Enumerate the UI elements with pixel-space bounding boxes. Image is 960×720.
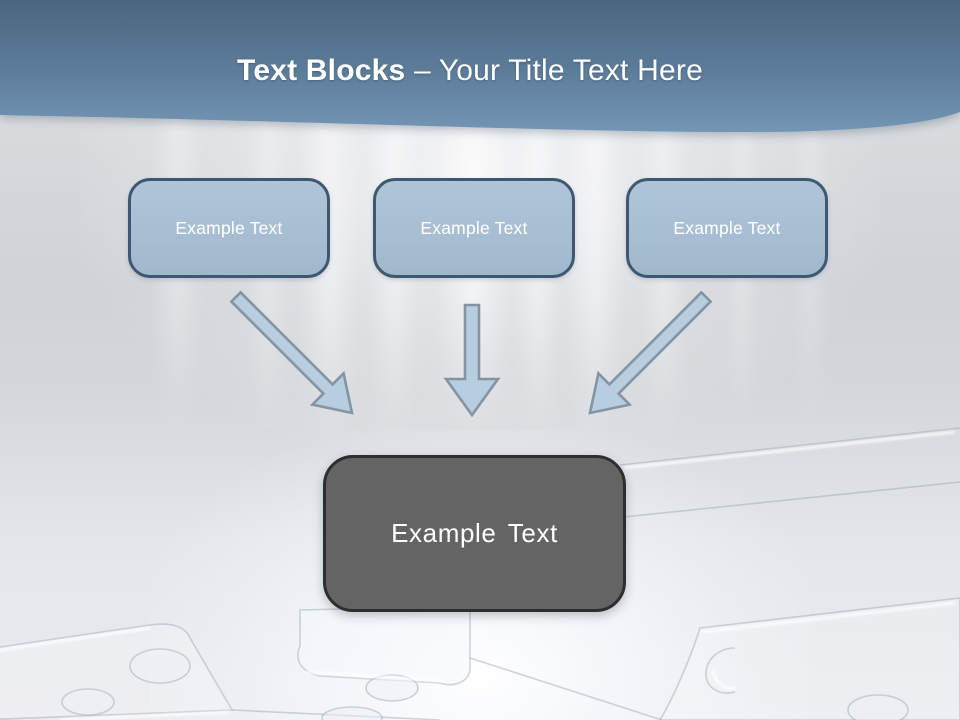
light-ray: [565, 106, 625, 446]
arrow-diagonal-down-left-icon: [588, 290, 713, 415]
result-block: Example Text: [323, 455, 626, 612]
text-block-1-label: Example Text: [175, 217, 283, 238]
text-block-3-label: Example Text: [673, 217, 781, 238]
slide-title: Text Blocks – Your Title Text Here: [0, 54, 940, 88]
backlight-glow: [80, 100, 880, 460]
text-block-3: Example Text: [626, 178, 828, 278]
text-block-2-label: Example Text: [420, 217, 528, 238]
slide-title-rest: – Your Title Text Here: [413, 54, 703, 87]
arrow-down-icon: [443, 303, 501, 418]
arrow-diagonal-down-right-icon: [229, 290, 354, 415]
text-block-2: Example Text: [373, 178, 575, 278]
result-block-label: Example Text: [391, 518, 558, 548]
slide-title-bold: Text Blocks: [237, 54, 406, 87]
text-block-1: Example Text: [128, 178, 330, 278]
